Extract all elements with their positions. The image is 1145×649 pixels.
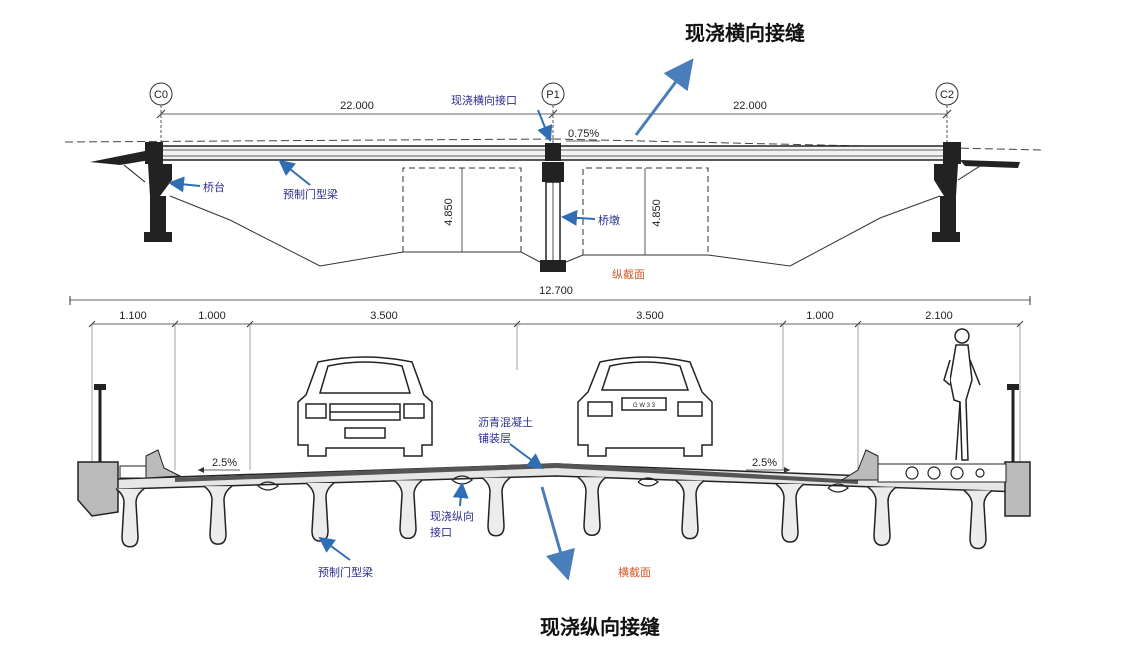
beam-label-longitudinal: 预制门型梁	[283, 187, 338, 201]
clearance-right-dimension: 4.850	[651, 199, 663, 227]
parapet-left	[77, 461, 119, 517]
utility-duct-right	[877, 463, 1007, 483]
embankment-left	[169, 195, 404, 267]
title-longitudinal-joint: 现浇纵向接缝	[540, 615, 660, 639]
axis-label-p1: P1	[546, 89, 559, 101]
axis-c0: C0	[149, 82, 173, 148]
abutment-label: 桥台	[203, 180, 225, 194]
arrow-to-transverse-joint	[634, 58, 694, 136]
axis-label-c2: C2	[940, 89, 954, 101]
beam-web	[305, 482, 335, 542]
axis-label-c0: C0	[154, 89, 168, 101]
axis-p1: P1	[541, 82, 565, 148]
deck-slope-label: 0.75%	[568, 128, 599, 140]
clearance-box-right	[582, 167, 709, 255]
width-lane-right: 3.500	[636, 310, 664, 322]
beam-web	[867, 486, 897, 546]
cross-slope-left: 2.5%	[212, 457, 237, 469]
span-left-dimension: 22.000	[340, 100, 374, 112]
pier-label: 桥墩	[598, 213, 620, 227]
axis-c2: C2	[935, 82, 959, 148]
title-transverse-joint: 现浇横向接缝	[685, 21, 805, 45]
paving-label-line1: 沥青混凝土	[478, 415, 533, 429]
transverse-joint-label: 现浇横向接口	[451, 93, 517, 107]
beam-web	[675, 480, 705, 540]
width-sidewalk-left: 1.100	[119, 310, 147, 322]
approach-road-right	[960, 160, 1020, 168]
beam-label-cross: 预制门型梁	[318, 565, 373, 579]
approach-road-left	[90, 150, 150, 165]
abutment-right	[932, 142, 981, 242]
cross-section-name: 横截面	[618, 565, 651, 579]
beam-web	[115, 488, 145, 548]
span-right-dimension: 22.000	[733, 100, 767, 112]
width-sidewalk-right: 2.100	[925, 310, 953, 322]
beam-web	[393, 479, 423, 540]
embankment-right	[707, 195, 941, 267]
road-profile-left	[64, 138, 554, 143]
width-shoulder-left: 1.000	[198, 310, 226, 322]
parapet-right	[1004, 461, 1031, 517]
longitudinal-section-name: 纵截面	[612, 267, 645, 281]
width-shoulder-right: 1.000	[806, 310, 834, 322]
paving-label-line2: 铺装层	[478, 432, 511, 445]
beam-web	[775, 483, 805, 543]
beam-web	[577, 476, 607, 536]
cross-section: 12.700 1.100 1.000 3.500 3.500 1.000 2.1…	[69, 285, 1031, 579]
pier	[540, 143, 566, 272]
longitudinal-section: C0 P1 C2 22.000 22.000	[64, 82, 1043, 281]
beam-web	[963, 489, 993, 550]
pedestrian	[943, 328, 981, 461]
arrow-to-longitudinal-joint	[540, 486, 575, 581]
beam-web	[203, 485, 233, 545]
total-width-dimension: 12.700	[539, 285, 573, 297]
road-profile-right	[552, 138, 1043, 151]
clearance-left-dimension: 4.850	[443, 198, 455, 226]
cross-slope-right: 2.5%	[752, 457, 777, 469]
sidewalk-slab-left	[119, 465, 147, 479]
car-rear-view: G W 3 3	[577, 356, 713, 457]
asphalt-paving	[175, 463, 858, 484]
width-lane-left: 3.500	[370, 310, 398, 322]
joint-label-line1: 现浇纵向	[430, 509, 474, 523]
precast-beam-webs	[115, 476, 993, 550]
license-plate: G W 3 3	[633, 403, 656, 409]
beam-web	[481, 477, 511, 537]
abutment-left	[123, 142, 172, 242]
car-front-view	[297, 356, 433, 457]
cable-ducts	[905, 466, 985, 480]
joint-label-line2: 接口	[430, 526, 452, 539]
